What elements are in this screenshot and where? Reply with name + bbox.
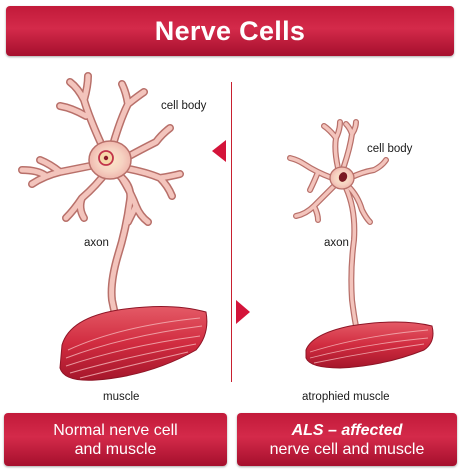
als-caption-banner: ALS – affected nerve cell and muscle (237, 413, 457, 466)
normal-neuron (18, 72, 184, 322)
atrophied-muscle (305, 321, 434, 369)
normal-muscle (59, 305, 208, 381)
arrow-left-icon (212, 140, 226, 162)
normal-caption-line2: and muscle (74, 440, 157, 458)
normal-caption-banner: Normal nerve cell and muscle (4, 413, 227, 466)
right-cell-body-label: cell body (367, 143, 413, 155)
page-title: Nerve Cells (154, 16, 306, 46)
als-caption-line1: ALS – affected (291, 421, 403, 439)
title-banner: Nerve Cells (6, 6, 454, 56)
left-axon-label: axon (84, 237, 109, 249)
arrow-right-icon (236, 300, 250, 324)
center-divider (231, 82, 232, 382)
right-muscle-label: atrophied muscle (302, 391, 390, 403)
normal-caption-line1: Normal nerve cell (53, 421, 178, 439)
als-neuron (287, 119, 389, 329)
als-caption-line2: nerve cell and muscle (269, 440, 425, 458)
left-cell-body-label: cell body (161, 100, 207, 112)
left-muscle-label: muscle (103, 391, 140, 403)
right-axon-label: axon (324, 237, 349, 249)
